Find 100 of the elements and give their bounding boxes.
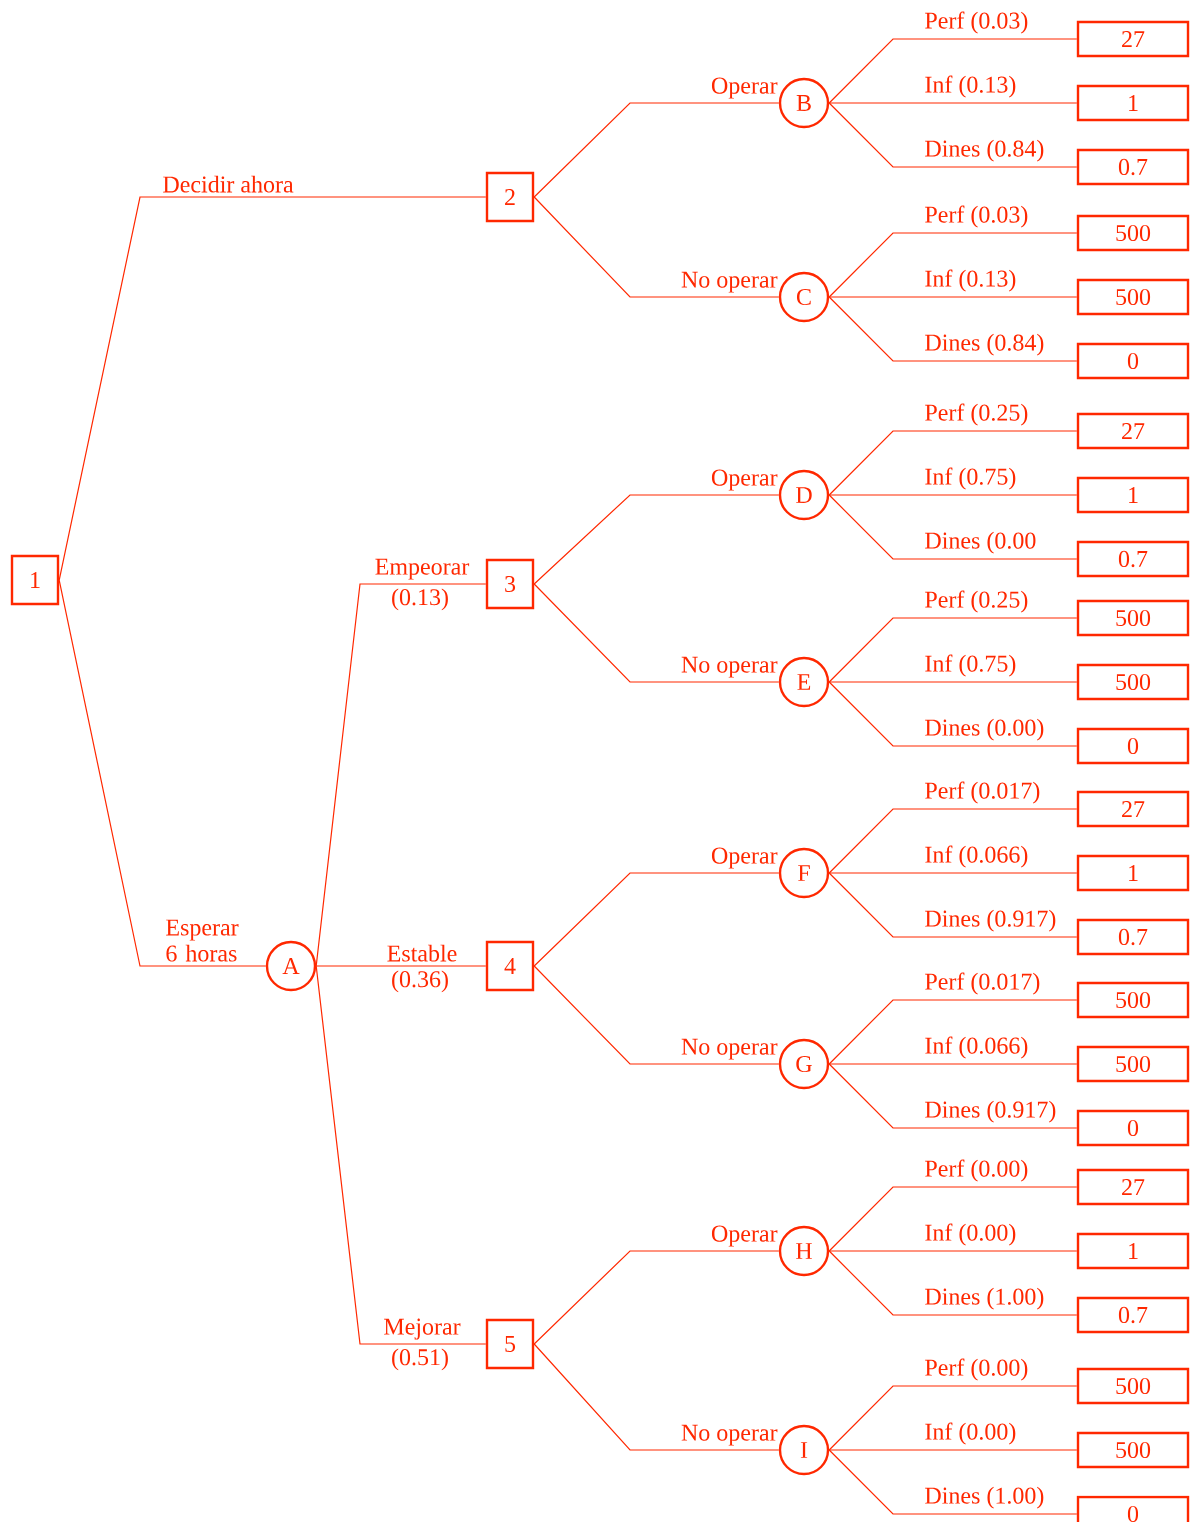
outcome-box: 0 <box>1076 1109 1190 1147</box>
branch-line <box>315 583 487 967</box>
probability-label: (0.13) <box>392 588 448 611</box>
probability-label: (0.51) <box>392 1348 448 1371</box>
branch-line <box>828 617 1078 683</box>
branch-line <box>828 494 1078 560</box>
edge-label: Operar <box>711 1225 778 1247</box>
branch-line <box>828 1063 1078 1129</box>
outcome-box: 500 <box>1076 599 1190 637</box>
outcome-box: 500 <box>1076 278 1190 316</box>
edge-label: Inf (0.00) <box>925 1223 1016 1246</box>
edge-label: Perf (0.25) <box>925 403 1028 426</box>
decision-box: 5 <box>485 1318 535 1370</box>
branch-line <box>315 965 487 1345</box>
edge-label: Empeorar <box>375 558 470 580</box>
outcome-box: 0.7 <box>1076 540 1190 578</box>
outcome-box: 500 <box>1076 663 1190 701</box>
branch-line <box>828 872 1078 874</box>
edge-label: Operar <box>711 847 778 869</box>
branch-line <box>828 296 1078 298</box>
branch-line <box>828 1250 1078 1316</box>
branch-line <box>58 579 267 967</box>
branch-line <box>828 1449 1078 1451</box>
outcome-box: 0.7 <box>1076 1296 1190 1334</box>
edge-label: Inf (0.13) <box>925 269 1016 292</box>
edge-label: Perf (0.00) <box>925 1358 1028 1381</box>
outcome-box: 27 <box>1076 412 1190 450</box>
outcome-box: 1 <box>1076 476 1190 514</box>
edge-label: Perf (0.03) <box>925 11 1028 34</box>
edge-label: Inf (0.13) <box>925 75 1016 98</box>
branch-line <box>828 232 1078 298</box>
edge-label: Dines (1.00) <box>925 1486 1044 1509</box>
outcome-box: 0 <box>1076 342 1190 380</box>
decision-box: 2 <box>485 171 535 223</box>
branch-line <box>533 494 780 585</box>
edge-label: Dines (0.00) <box>925 718 1044 741</box>
branch-line <box>58 196 487 581</box>
outcome-box: 0 <box>1076 1495 1190 1522</box>
branch-line <box>828 1063 1078 1065</box>
outcome-box: 500 <box>1076 1431 1190 1469</box>
branch-line <box>828 102 1078 168</box>
branch-line <box>533 872 780 967</box>
outcome-box: 27 <box>1076 1168 1190 1206</box>
branch-line <box>828 102 1078 104</box>
edge-label: Dines (0.00 <box>925 531 1036 554</box>
decision-box: 1 <box>10 554 60 606</box>
edge-label: No operar <box>681 1038 778 1060</box>
edge-label: No operar <box>681 1424 778 1446</box>
branch-line <box>828 1186 1078 1252</box>
branch-line <box>828 1385 1078 1451</box>
branch-line <box>828 999 1078 1065</box>
edge-label: Mejorar <box>384 1318 461 1340</box>
edge-label: Perf (0.00) <box>925 1159 1028 1182</box>
edge-label: Perf (0.03) <box>925 205 1028 228</box>
branch-line <box>828 38 1078 104</box>
outcome-box: 500 <box>1076 981 1190 1019</box>
edge-label: No operar <box>681 656 778 678</box>
branch-line <box>828 494 1078 496</box>
outcome-box: 1 <box>1076 84 1190 122</box>
branch-line <box>828 1449 1078 1515</box>
outcome-box: 500 <box>1076 214 1190 252</box>
edge-label: Inf (0.066) <box>925 845 1028 868</box>
edge-label: Dines (0.84) <box>925 333 1044 356</box>
branch-line <box>828 808 1078 874</box>
edge-label: Perf (0.017) <box>925 781 1040 804</box>
branch-line <box>828 681 1078 747</box>
edge-label: Inf (0.75) <box>925 654 1016 677</box>
outcome-box: 1 <box>1076 1232 1190 1270</box>
edge-label: Dines (1.00) <box>925 1287 1044 1310</box>
edge-label: Operar <box>711 469 778 491</box>
branch-line <box>533 965 780 1065</box>
branch-line <box>828 681 1078 683</box>
branch-line <box>828 1250 1078 1252</box>
outcome-box: 27 <box>1076 790 1190 828</box>
branch-line <box>533 102 780 198</box>
edge-label: Perf (0.017) <box>925 972 1040 995</box>
outcome-box: 0.7 <box>1076 918 1190 956</box>
branch-line <box>828 872 1078 938</box>
edge-label: Estable <box>387 944 457 962</box>
branch-line <box>533 1343 780 1451</box>
branch-line <box>533 1250 780 1345</box>
outcome-box: 27 <box>1076 20 1190 58</box>
edge-label: Esperar 6 horas <box>166 919 239 962</box>
branch-line <box>533 583 780 683</box>
branch-line <box>533 196 780 298</box>
outcome-box: 0.7 <box>1076 148 1190 186</box>
decision-box: 3 <box>485 558 535 610</box>
edge-label: Dines (0.917) <box>925 1100 1056 1123</box>
decision-box: 4 <box>485 940 535 992</box>
edge-label: Operar <box>711 77 778 99</box>
edge-label: Dines (0.84) <box>925 139 1044 162</box>
edge-label: No operar <box>681 271 778 293</box>
edge-label: Perf (0.25) <box>925 590 1028 613</box>
edge-label: Inf (0.75) <box>925 467 1016 490</box>
branch-line <box>828 296 1078 362</box>
outcome-box: 0 <box>1076 727 1190 765</box>
edge-label: Inf (0.00) <box>925 1422 1016 1445</box>
edge-label: Dines (0.917) <box>925 909 1056 932</box>
branch-line <box>315 965 487 967</box>
probability-label: (0.36) <box>392 970 448 993</box>
